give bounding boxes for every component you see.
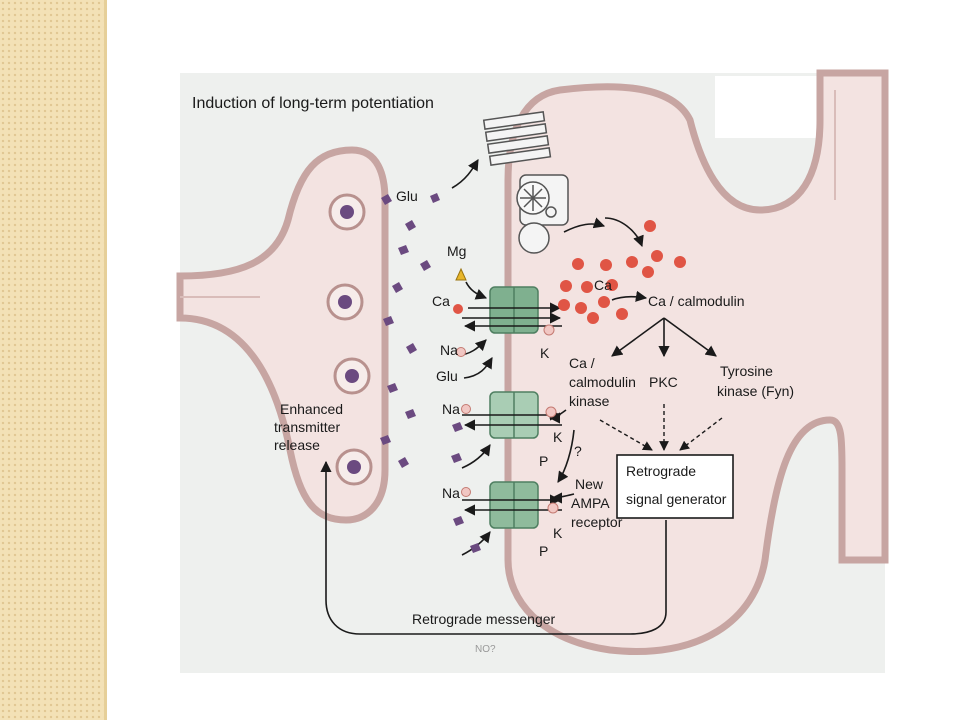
retrograde-signal-generator-label: Retrograde: [626, 463, 696, 479]
enhanced-release-label: release: [274, 437, 320, 453]
new-ampa-receptor-label: AMPA: [571, 495, 610, 511]
vesicle: [328, 193, 366, 231]
glutamate-molecules: [380, 193, 481, 553]
dashed-arrows: [599, 404, 723, 451]
vesicle: [333, 357, 371, 395]
potassium-ions: [543, 324, 559, 514]
pkc-label: PKC: [649, 374, 678, 390]
membrane-receptor-complex: [482, 111, 569, 254]
tyrosine-kinase-label: kinase (Fyn): [717, 383, 794, 399]
na-label: Na: [442, 485, 460, 501]
ca-cluster-label: Ca: [594, 277, 612, 293]
new-ampa-channel: [489, 481, 539, 529]
k-label: K: [553, 525, 563, 541]
side-strip-edge: [104, 0, 107, 720]
ion-flux-arrows: [457, 281, 562, 556]
p-label: P: [539, 453, 548, 469]
ca-calmodulin-label: Ca / calmodulin: [648, 293, 745, 309]
tyrosine-kinase-label: Tyrosine: [720, 363, 773, 379]
new-ampa-receptor-label: receptor: [571, 514, 623, 530]
ca-cam-kinase-label: kinase: [569, 393, 610, 409]
sodium-ions: [456, 347, 471, 497]
retrograde-messenger-label: Retrograde messenger: [412, 611, 556, 627]
presynaptic-terminal: [176, 146, 389, 524]
retrograde-signal-generator-label: signal generator: [626, 491, 727, 507]
calcium-ions: [453, 220, 686, 324]
vesicle: [326, 283, 364, 321]
white-patch: [715, 76, 827, 138]
new-ampa-receptor-label: New: [575, 476, 604, 492]
vesicle: [335, 448, 373, 486]
enhanced-release-label: Enhanced: [280, 401, 343, 417]
glu-label: Glu: [436, 368, 458, 384]
mg-label: Mg: [447, 243, 466, 259]
enhanced-release-label: transmitter: [274, 419, 340, 435]
ca-label: Ca: [432, 293, 450, 309]
na-label: Na: [440, 342, 458, 358]
k-label: K: [540, 345, 550, 361]
question-label: ?: [574, 443, 582, 459]
diagram-title: Induction of long-term potentiation: [192, 95, 434, 112]
retrograde-signal-generator-box: [616, 454, 734, 519]
ca-cam-kinase-label: Ca /: [569, 355, 595, 371]
synaptic-vesicles: [326, 193, 373, 486]
magnesium-ion: [455, 267, 467, 281]
decorative-side-strip: [0, 0, 107, 720]
glu-label: Glu: [396, 188, 418, 204]
ca-cam-kinase-label: calmodulin: [569, 374, 636, 390]
k-label: K: [553, 429, 563, 445]
no-label: NO?: [475, 644, 496, 655]
na-label: Na: [442, 401, 460, 417]
p-label: P: [539, 543, 548, 559]
pathway-arrows: [320, 159, 717, 635]
